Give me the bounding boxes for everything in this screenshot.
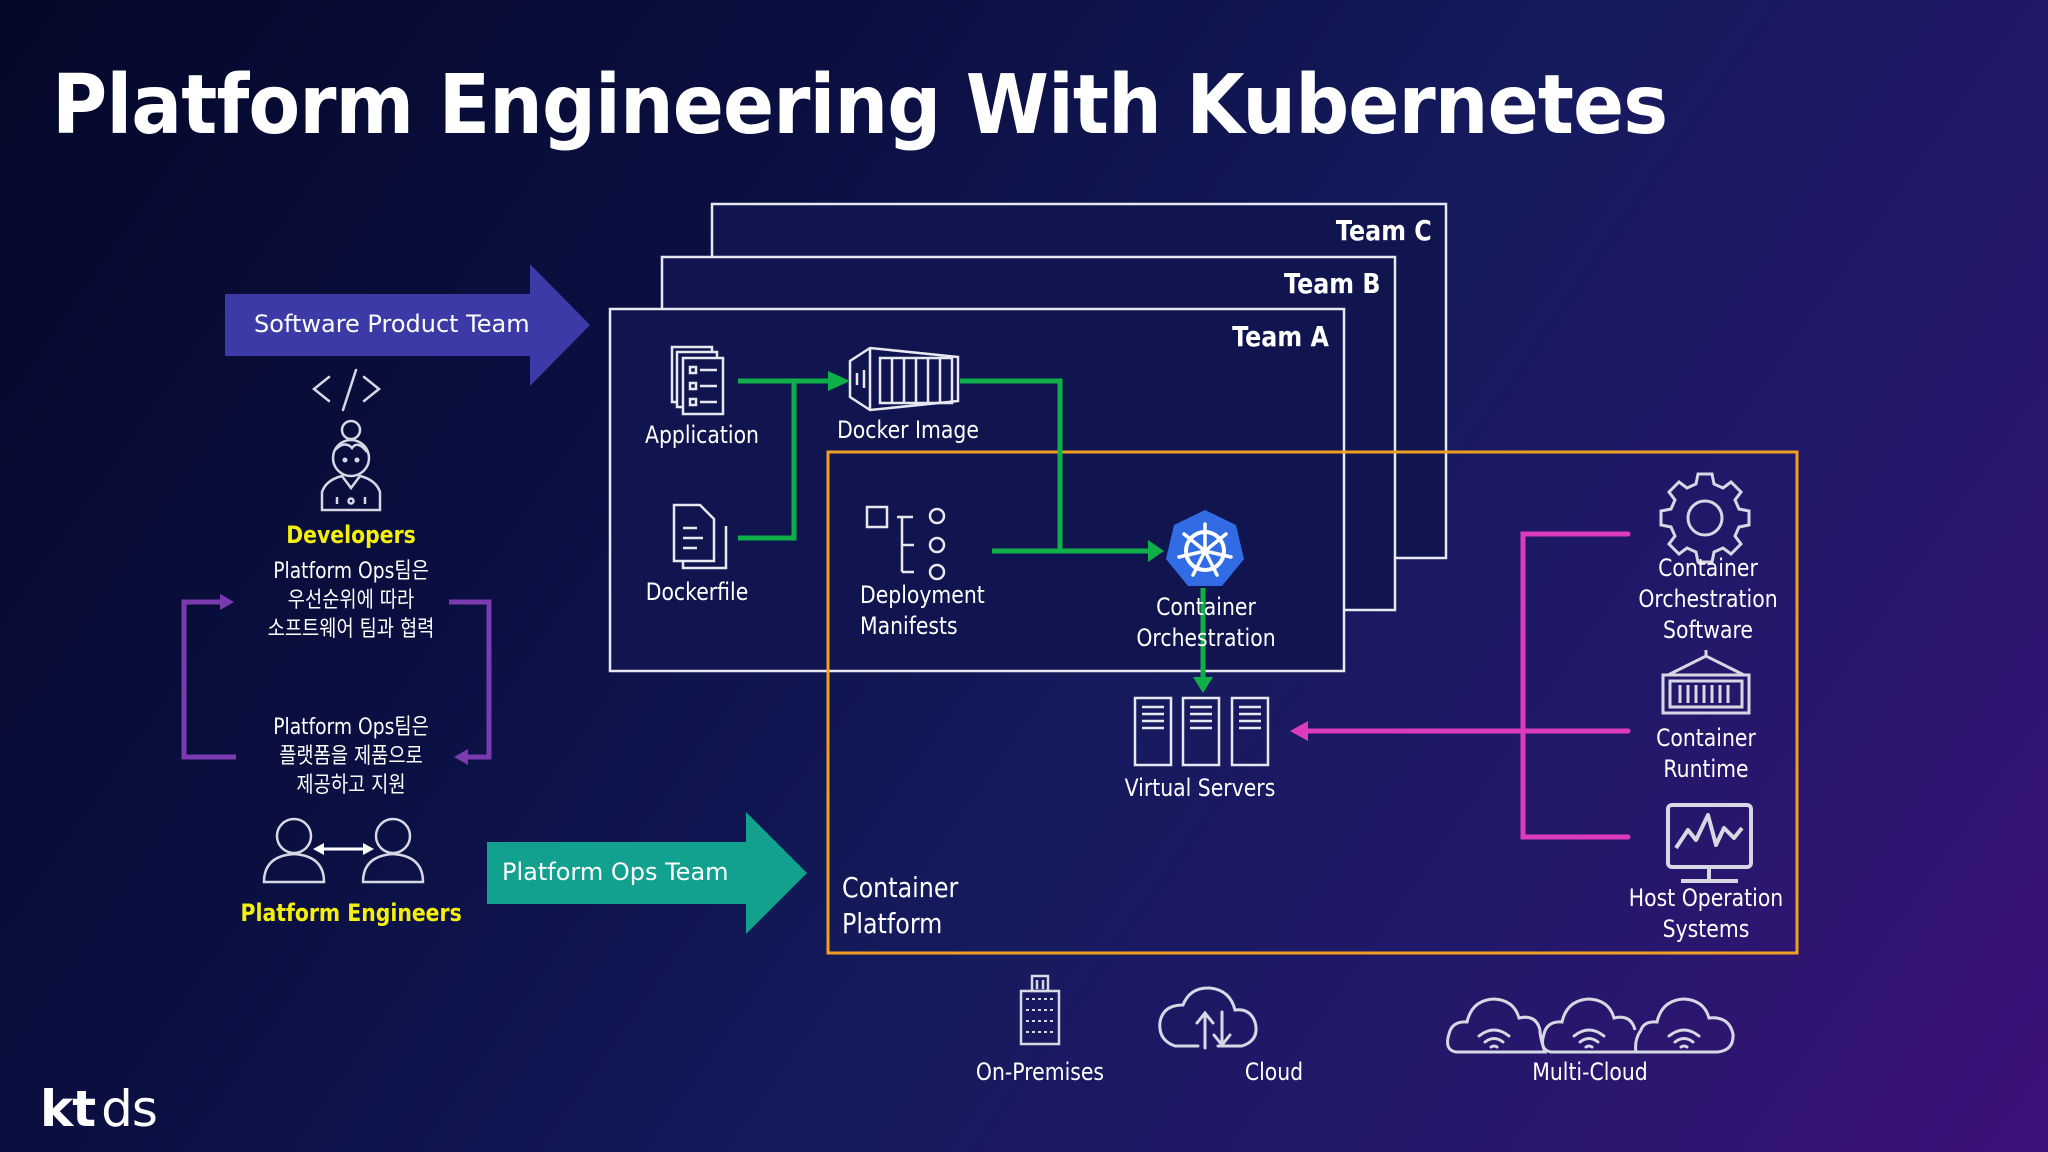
container-platform-box — [826, 450, 1799, 955]
developer-icon — [320, 419, 382, 512]
container-runtime-icon — [1661, 650, 1751, 715]
support-text-line: 플랫폼을 제품으로 — [279, 744, 423, 769]
virtual-servers-icon — [1133, 696, 1270, 767]
engineers-arrowhead-left — [313, 843, 324, 855]
software-product-team-label: Software Product Team — [254, 310, 530, 338]
deployment-manifests-line: Manifests — [860, 612, 958, 640]
container-orchestration-label: Container Orchestration — [1130, 592, 1283, 654]
cloud-sync-icon — [1158, 986, 1258, 1050]
platform-ops-team-label: Platform Ops Team — [502, 858, 729, 886]
container-orchestration-line: Container — [1156, 593, 1256, 621]
developers-label: Developers — [286, 521, 416, 549]
container-platform-line: Platform — [842, 907, 943, 940]
host-os-line: Systems — [1662, 915, 1750, 943]
collaboration-bracket-left — [181, 599, 236, 760]
collaboration-text-line: Platform Ops팀은 — [273, 559, 429, 584]
host-os-line: Host Operation — [1628, 884, 1784, 912]
multi-cloud-icon — [1446, 997, 1735, 1054]
engineers-arrowhead-right — [363, 843, 374, 855]
support-text: Platform Ops팀은 플랫폼을 제품으로 제공하고 지원 — [241, 713, 462, 800]
cloud-label: Cloud — [1244, 1058, 1304, 1086]
collaboration-text: Platform Ops팀은 우선순위에 따라 소프트웨어 팀과 협력 — [241, 557, 462, 644]
logo-kt: kt — [40, 1080, 96, 1138]
docker-image-label: Docker Image — [837, 416, 979, 444]
orchestration-software-line: Software — [1663, 616, 1753, 644]
arrowhead-to-virtual-servers — [1193, 677, 1213, 693]
team-a-label: Team A — [1232, 320, 1329, 353]
arrowhead-to-virtual-servers-magenta — [1290, 721, 1308, 741]
team-b-label: Team B — [1284, 267, 1381, 300]
team-c-label: Team C — [1336, 214, 1432, 247]
docker-image-icon — [848, 346, 960, 412]
dockerfile-icon — [672, 503, 728, 570]
building-icon — [1019, 974, 1061, 1046]
container-runtime-line: Runtime — [1663, 755, 1749, 783]
support-text-line: 제공하고 지원 — [296, 773, 406, 798]
deployment-manifests-line: Deployment — [860, 581, 985, 609]
team-a-box — [608, 307, 1346, 673]
application-label: Application — [644, 421, 759, 449]
deployment-manifests-icon — [865, 505, 946, 581]
collaboration-text-line: 소프트웨어 팀과 협력 — [267, 617, 435, 642]
support-text-line: Platform Ops팀은 — [273, 715, 429, 740]
build-flow-lines — [738, 378, 1206, 680]
container-runtime-line: Container — [1656, 724, 1756, 752]
orchestration-software-line: Container — [1658, 554, 1758, 582]
container-platform-line: Container — [842, 871, 959, 904]
deployment-manifests-label: Deployment Manifests — [860, 580, 996, 642]
application-icon — [670, 345, 725, 416]
software-product-team-arrow — [225, 264, 590, 386]
arrowhead-to-kubernetes — [1148, 540, 1164, 562]
orchestration-software-line: Orchestration — [1638, 585, 1778, 613]
kubernetes-icon — [1166, 510, 1244, 586]
platform-components-connector — [1297, 531, 1631, 840]
platform-ops-team-arrow — [487, 812, 807, 934]
gear-icon — [1659, 472, 1751, 564]
logo-ds: ds — [101, 1080, 158, 1138]
host-os-label: Host Operation Systems — [1621, 883, 1791, 945]
dockerfile-label: Dockerfile — [645, 578, 749, 606]
container-platform-label: Container Platform — [842, 870, 958, 942]
multi-cloud-label: Multi-Cloud — [1532, 1058, 1648, 1086]
bracket-arrowhead-left — [454, 749, 468, 765]
collaboration-text-line: 우선순위에 따라 — [287, 588, 415, 613]
arrowhead-to-docker-image — [828, 371, 850, 391]
slide-title: Platform Engineering With Kubernetes — [52, 58, 1668, 153]
on-premises-label: On-Premises — [975, 1058, 1105, 1086]
platform-engineers-icon — [262, 817, 425, 884]
virtual-servers-label: Virtual Servers — [1124, 774, 1276, 802]
container-orchestration-line: Orchestration — [1136, 624, 1276, 652]
host-os-icon — [1666, 803, 1753, 883]
container-runtime-label: Container Runtime — [1621, 723, 1791, 785]
collaboration-bracket-right — [449, 599, 492, 760]
platform-engineers-label: Platform Engineers — [240, 899, 462, 927]
bracket-arrowhead-right — [220, 594, 234, 610]
orchestration-software-label: Container Orchestration Software — [1623, 553, 1793, 646]
code-icon — [311, 368, 382, 412]
